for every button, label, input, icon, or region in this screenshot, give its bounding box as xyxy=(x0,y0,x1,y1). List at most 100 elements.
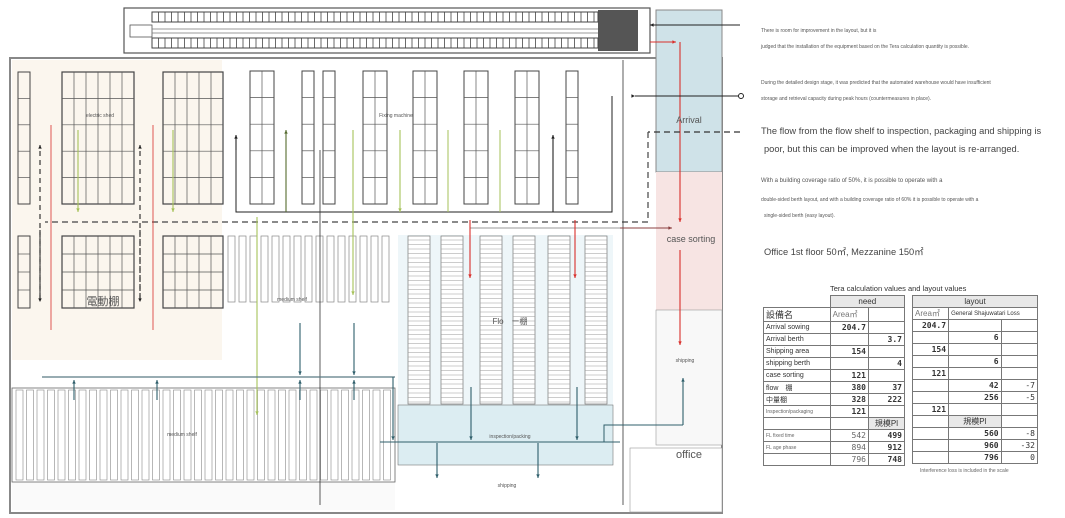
medium-shelf-slot xyxy=(15,389,24,481)
note-2b: storage and retrieval capacity during pe… xyxy=(761,96,932,102)
medium-shelf-slot xyxy=(183,389,192,481)
layout-header: layout xyxy=(912,295,1038,308)
medium-shelf-slot xyxy=(282,235,291,303)
need-qty: 748 xyxy=(867,453,906,466)
asrs-rack xyxy=(151,37,599,49)
medium-shelf-slot xyxy=(246,389,255,481)
medium-shelf-slot xyxy=(351,389,360,481)
need-area: 121 xyxy=(829,405,869,418)
dashed-flow xyxy=(45,132,649,223)
arrow-head-icon xyxy=(155,380,159,384)
layout-loss xyxy=(1000,403,1039,416)
medium-shelf-slot xyxy=(278,389,286,481)
shipping-right-zone xyxy=(655,309,723,446)
arrow-head-icon xyxy=(234,135,238,139)
layout-scale-row: 960-32 xyxy=(911,439,1039,452)
layout-qty: 960 xyxy=(948,439,1002,452)
arrow-head-icon xyxy=(171,208,175,212)
layout-area: 121 xyxy=(911,367,950,380)
layout-loss xyxy=(1000,343,1039,356)
medium-shelf-slot xyxy=(36,389,45,481)
need-qty: 3.7 xyxy=(867,333,906,346)
layout-qty xyxy=(948,319,1002,332)
label-office: office xyxy=(676,449,702,461)
layout-loss: 0 xyxy=(1000,451,1039,464)
note-4a: With a building coverage ratio of 50%, i… xyxy=(761,178,943,184)
office-zone xyxy=(629,447,723,513)
table-title: Tera calculation values and layout value… xyxy=(830,284,967,293)
arrow-head-icon xyxy=(573,274,577,278)
layout-qty: 796 xyxy=(948,451,1002,464)
label-medium-shelf-upper: medium shelf xyxy=(277,297,307,303)
need-qty: 912 xyxy=(867,441,906,454)
arrow-head-icon xyxy=(38,145,42,149)
medium-shelf-slot xyxy=(372,389,381,481)
medium-shelf-slot xyxy=(362,389,370,481)
layout-loss xyxy=(1000,355,1039,368)
arrow-head-icon xyxy=(138,298,142,302)
layout-row: 121 xyxy=(911,403,1039,416)
layout-loss xyxy=(1000,367,1039,380)
medium-shelf-slot xyxy=(204,389,213,481)
black-flow xyxy=(235,96,613,213)
medium-shelf-slot xyxy=(315,235,324,303)
arrow-head-icon xyxy=(468,274,472,278)
note-5: Office 1st floor 50㎡, Mezzanine 150㎡ xyxy=(764,247,924,257)
layout-loss: -8 xyxy=(1000,427,1039,440)
need-qty xyxy=(867,321,906,334)
electric-shelf-zone xyxy=(12,60,222,360)
layout-qty xyxy=(948,403,1002,416)
medium-shelf-slot xyxy=(238,235,247,303)
medium-shelf-slot xyxy=(271,235,280,303)
arrow-head-icon xyxy=(352,380,356,384)
layout-loss: -32 xyxy=(1000,439,1039,452)
medium-shelf-slot xyxy=(381,235,390,303)
medium-shelf-slot xyxy=(320,389,328,481)
medium-shelf-slot xyxy=(110,389,118,481)
medium-shelf-slot xyxy=(288,389,297,481)
flow-shelf xyxy=(407,235,431,405)
medium-shelf-slot xyxy=(99,389,108,481)
need-header: need xyxy=(829,295,906,308)
label-arrival: Arrival xyxy=(676,115,702,125)
medium-shelf-slot xyxy=(299,389,307,481)
rack-block xyxy=(565,70,579,205)
layout-row: 6 xyxy=(911,331,1039,344)
layout-row: 42-7 xyxy=(911,379,1039,392)
row-name: Arrival sowing xyxy=(763,321,831,334)
note-4c: single-sided berth (easy layout). xyxy=(764,213,835,219)
origin-icon xyxy=(738,93,744,99)
arrow-head-icon xyxy=(469,436,473,440)
medium-shelf-slot xyxy=(57,389,66,481)
medium-shelf-slot xyxy=(47,389,55,481)
need-area xyxy=(829,357,869,370)
arrival-zone xyxy=(655,9,723,173)
medium-shelf-slot xyxy=(225,389,234,481)
arrow-head-icon xyxy=(672,40,676,44)
arrow-head-icon xyxy=(678,218,682,222)
layout-row: 204.7 xyxy=(911,319,1039,332)
medium-shelf-slot xyxy=(260,235,269,303)
layout-area xyxy=(911,355,950,368)
medium-shelf-slot xyxy=(267,389,276,481)
need-qty: 499 xyxy=(867,429,906,442)
need-qty: 37 xyxy=(867,381,906,394)
medium-shelf-slot xyxy=(131,389,139,481)
layout-area: 121 xyxy=(911,403,950,416)
flow-shelf xyxy=(512,235,536,405)
need-area: 796 xyxy=(829,453,869,466)
asrs-rack xyxy=(151,11,599,23)
need-qty: 222 xyxy=(867,393,906,406)
label-case-sorting: case sorting xyxy=(667,234,716,244)
arrow-head-icon xyxy=(678,341,682,345)
layout-row: 6 xyxy=(911,355,1039,368)
need-area: 154 xyxy=(829,345,869,358)
medium-shelf-slot xyxy=(326,235,335,303)
